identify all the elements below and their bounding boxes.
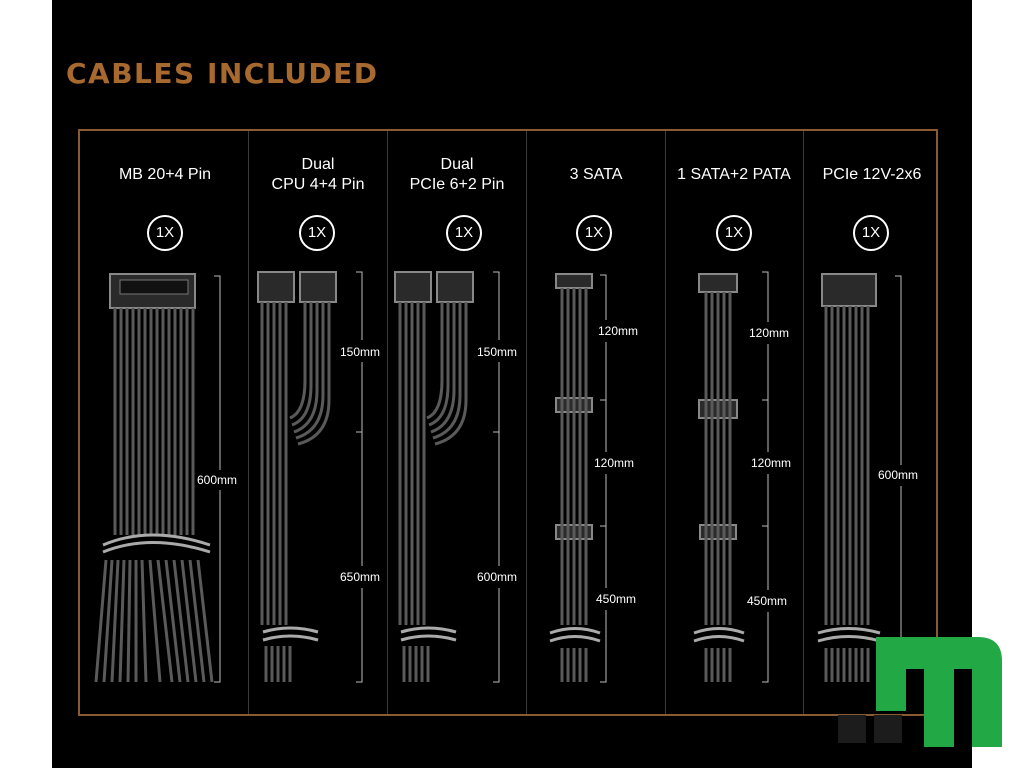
qty-badge-sata: 1X	[576, 215, 612, 251]
cable-title-cpu-line1: Dual	[301, 156, 335, 173]
pcie-12v-cable-illustration	[817, 273, 881, 682]
column-divider	[665, 131, 666, 714]
mb-length-label: 600mm	[197, 473, 237, 487]
qty-badge-mb: 1X	[147, 215, 183, 251]
mb-cable-illustration	[94, 273, 214, 683]
cpu-length-label: 650mm	[340, 570, 380, 584]
m-logo-icon	[838, 637, 1002, 747]
column-divider	[248, 131, 249, 714]
column-divider	[803, 131, 804, 714]
cpu-length-label: 150mm	[340, 345, 380, 359]
sata-pata-cable-illustration	[693, 273, 745, 682]
column-divider	[387, 131, 388, 714]
sata-length-label: 450mm	[596, 592, 636, 606]
pcie-length-label: 600mm	[477, 570, 517, 584]
cables-frame	[78, 129, 938, 716]
cable-title-sata: 3 SATA	[569, 166, 623, 183]
cable-title-mb: MB 20+4 Pin	[118, 166, 212, 183]
mb-dimension-bracket	[214, 275, 221, 683]
cable-title-pcie-line2: PCIe 6+2 Pin	[409, 176, 505, 193]
pcie-length-label: 150mm	[477, 345, 517, 359]
pcie-12v-length-label: 600mm	[878, 468, 918, 482]
pcie-cable-illustration	[394, 271, 474, 682]
sata-pata-dimension-bracket	[762, 271, 769, 683]
qty-badge-cpu: 1X	[299, 215, 335, 251]
cpu-dimension-bracket	[356, 271, 363, 683]
cpu-cable-illustration	[257, 271, 337, 682]
sata-dimension-bracket	[600, 274, 607, 683]
sata-length-label: 120mm	[598, 324, 638, 338]
section-heading: CABLES INCLUDED	[66, 57, 379, 90]
cable-title-12v: PCIe 12V-2x6	[822, 166, 922, 183]
cable-title-pcie-line1: Dual	[440, 156, 474, 173]
sata-length-label: 120mm	[594, 456, 634, 470]
qty-badge-sata-pata: 1X	[716, 215, 752, 251]
sata-cable-illustration	[549, 273, 601, 682]
cable-title-sata-pata: 1 SATA+2 PATA	[677, 166, 791, 183]
sata-pata-length-label: 120mm	[751, 456, 791, 470]
qty-badge-12v: 1X	[853, 215, 889, 251]
qty-badge-pcie: 1X	[446, 215, 482, 251]
column-divider	[526, 131, 527, 714]
sata-pata-length-label: 120mm	[749, 326, 789, 340]
sata-pata-length-label: 450mm	[747, 594, 787, 608]
cable-title-cpu-line2: CPU 4+4 Pin	[271, 176, 365, 193]
pcie-dimension-bracket	[493, 271, 500, 683]
